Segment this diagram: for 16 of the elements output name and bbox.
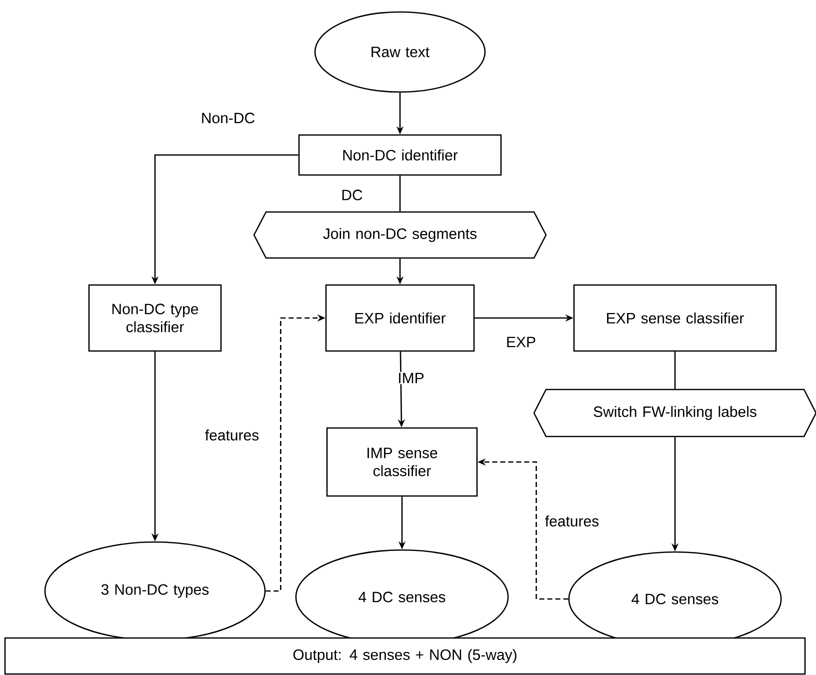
preparation-hexagon: Join non-DC segments <box>253 211 547 259</box>
edge-label: Non-DC <box>200 112 256 124</box>
process-box: Non-DC identifier <box>298 134 502 176</box>
process-box: EXP identifier <box>325 284 475 352</box>
connector-line <box>674 352 676 389</box>
edge-label: DC <box>340 188 364 202</box>
edge-label: IMP <box>396 372 426 384</box>
process-box: Non-DC type classifier <box>88 284 222 352</box>
process-box: IMP sense classifier <box>326 427 478 497</box>
preparation-hexagon: Switch FW-linking labels <box>533 388 816 438</box>
edge-label: EXP <box>505 336 538 348</box>
connector-line <box>399 176 401 212</box>
output-box: Output: 4 senses + NON (5-way) <box>4 637 806 675</box>
edge-label: features <box>544 514 600 528</box>
edge-label: features <box>204 428 260 442</box>
process-box: EXP sense classifier <box>573 284 777 352</box>
